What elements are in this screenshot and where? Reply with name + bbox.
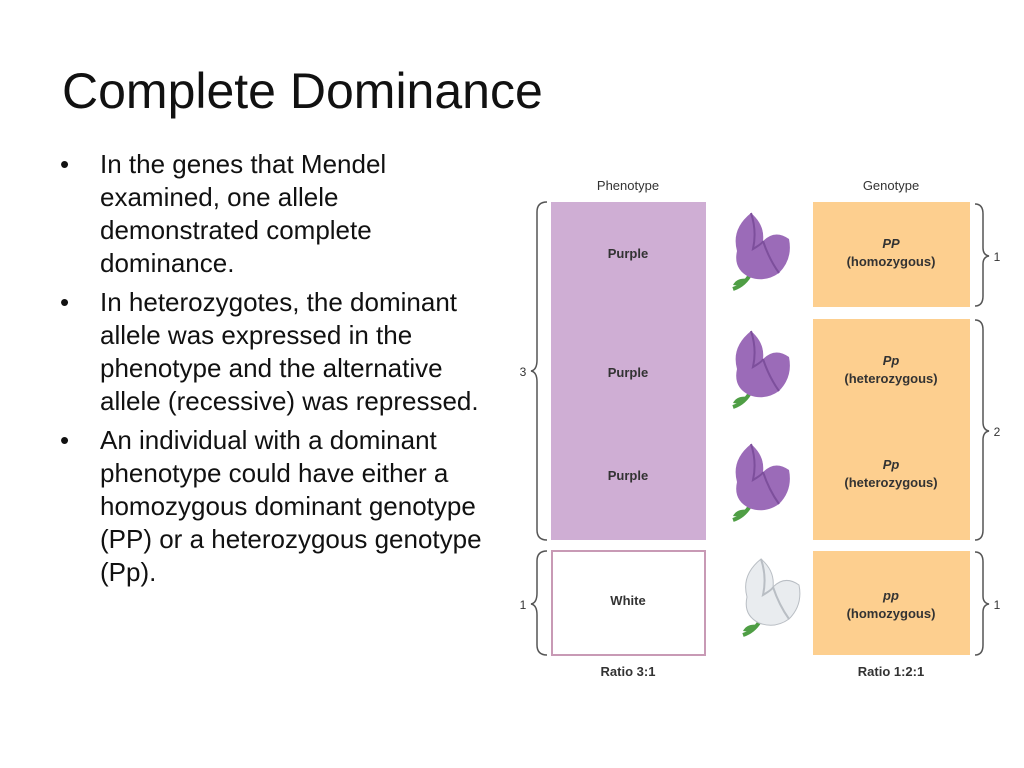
bullet-text: In the genes that Mendel examined, one a… — [100, 149, 387, 278]
purple-flower-icon — [732, 443, 790, 522]
genotype-label: Pp — [883, 457, 900, 472]
pp-dominant-count-label: 1 — [994, 250, 1001, 264]
genotype-label: Pp — [883, 353, 900, 368]
phenotype-ratio: Ratio 3:1 — [601, 664, 656, 679]
dominance-figure: Phenotype Genotype Purple Purple Purple … — [505, 168, 1020, 688]
dominance-diagram: Phenotype Genotype Purple Purple Purple … — [520, 178, 1001, 679]
pp-recessive-count-label: 1 — [994, 598, 1001, 612]
phenotype-label: Purple — [608, 246, 648, 261]
bullet-dot-icon: • — [60, 425, 70, 455]
bullet-item: • In the genes that Mendel examined, one… — [58, 148, 498, 280]
white-phenotype-box — [551, 550, 706, 656]
bullet-dot-icon: • — [60, 287, 70, 317]
left-bracket-purple-icon — [530, 201, 548, 541]
phenotype-label: Purple — [608, 468, 648, 483]
genotype-box-pp-recessive — [813, 551, 970, 655]
genotype-box-pp-dominant — [813, 202, 970, 307]
phenotype-label: White — [610, 593, 645, 608]
zygosity-label: (heterozygous) — [844, 371, 937, 386]
bullet-text: An individual with a dominant phenotype … — [100, 425, 482, 587]
bullet-item: • An individual with a dominant phenotyp… — [58, 424, 498, 589]
bullet-list: • In the genes that Mendel examined, one… — [58, 148, 498, 595]
right-bracket-pp-icon — [974, 203, 990, 307]
purple-flower-icon — [732, 212, 790, 291]
zygosity-label: (homozygous) — [847, 254, 936, 269]
phenotype-header: Phenotype — [597, 178, 659, 193]
bullet-dot-icon: • — [60, 149, 70, 179]
white-flower-icon — [742, 558, 801, 637]
hetero-count-label: 2 — [994, 425, 1001, 439]
genotype-label: PP — [882, 236, 900, 251]
purple-phenotype-box — [551, 202, 706, 540]
bullet-text: In heterozygotes, the dominant allele wa… — [100, 287, 479, 416]
right-bracket-hetero-icon — [974, 319, 990, 541]
purple-count-label: 3 — [520, 365, 527, 379]
slide-title: Complete Dominance — [62, 63, 543, 119]
genotype-header: Genotype — [863, 178, 919, 193]
zygosity-label: (homozygous) — [847, 606, 936, 621]
white-count-label: 1 — [520, 598, 527, 612]
right-bracket-pp-recessive-icon — [974, 551, 990, 656]
genotype-ratio: Ratio 1:2:1 — [858, 664, 924, 679]
genotype-label: pp — [882, 588, 899, 603]
genotype-box-heterozygous — [813, 319, 970, 540]
left-bracket-white-icon — [530, 550, 548, 656]
bullet-item: • In heterozygotes, the dominant allele … — [58, 286, 498, 418]
purple-flower-icon — [732, 330, 790, 409]
zygosity-label: (heterozygous) — [844, 475, 937, 490]
phenotype-label: Purple — [608, 365, 648, 380]
